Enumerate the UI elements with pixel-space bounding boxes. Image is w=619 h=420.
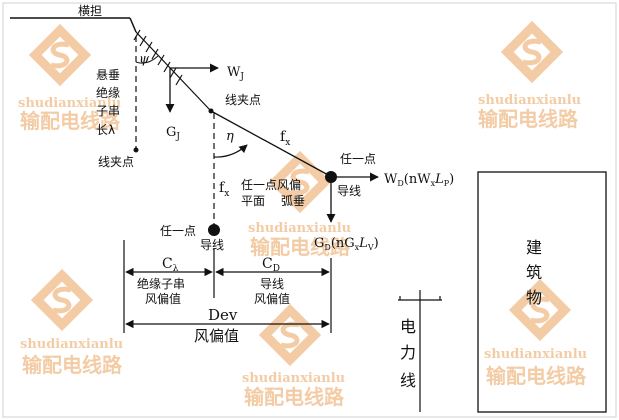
watermark-cn: 输配电线路	[244, 385, 345, 409]
plane-label-2: 平面	[241, 194, 265, 208]
watermark-logo-icon	[31, 269, 93, 331]
watermark-en: shudianxianlu	[242, 371, 345, 386]
c-lambda-desc-1: 绝缘子串	[137, 276, 185, 291]
c-d-desc-1: 导线	[260, 277, 284, 291]
insulator-label-2: 绝缘	[96, 85, 120, 100]
psi-label: ψ	[139, 52, 150, 67]
dev-desc: 风偏值	[194, 327, 239, 345]
conductor-deflected-line	[210, 110, 331, 177]
clamp-point-top-label: 线夹点	[225, 93, 261, 107]
insulator-attachment-hatch	[133, 29, 211, 111]
building-label-2: 筑	[526, 263, 542, 282]
plane-label-1: 任一点风偏	[241, 177, 301, 192]
gd-label: GD(nGxLV)	[314, 236, 379, 252]
watermark-en: shudianxianlu	[248, 221, 351, 236]
dev-label: Dev	[208, 306, 238, 324]
watermark-cn: 输配电线路	[486, 364, 587, 388]
watermark-cn: 输配电线路	[478, 107, 579, 131]
any-point-left-dot	[208, 224, 220, 236]
watermark-en: shudianxianlu	[478, 93, 581, 108]
building-label-1: 建	[526, 238, 542, 257]
wd-label: WD(nWxLP)	[384, 172, 454, 188]
watermark-en: shudianxianlu	[18, 96, 121, 111]
any-point-right-dot	[325, 171, 337, 183]
power-line-pole	[398, 290, 442, 412]
conductor-right-label: 导线	[337, 184, 361, 198]
insulator-label-4: 长λ	[96, 123, 115, 137]
watermark-cn: 输配电线路	[22, 353, 123, 377]
any-point-right-label: 任一点	[340, 152, 376, 166]
power-line-label-3: 线	[400, 371, 416, 390]
watermark-logo-icon	[29, 24, 91, 86]
c-d-label: CD	[262, 256, 280, 274]
plane-label-3: 弧垂	[281, 194, 305, 208]
conductor-left-label: 导线	[200, 238, 224, 252]
insulator-label-3: 子串	[96, 104, 120, 118]
insulator-label-group: 悬垂 绝缘 子串 长λ 线夹点	[96, 68, 134, 169]
insulator-label-1: 悬垂	[96, 68, 120, 82]
clamp-point-left-dot	[133, 147, 139, 153]
c-lambda-desc-2: 风偏值	[145, 291, 181, 306]
fx-diagonal-label: fx	[280, 129, 290, 148]
building-label-3: 物	[526, 288, 542, 307]
wj-label: WJ	[227, 65, 244, 82]
eta-label: η	[226, 129, 234, 144]
power-line-label-1: 电	[400, 317, 416, 336]
c-lambda-label: Cλ	[162, 256, 179, 274]
watermark-logo-icon	[501, 21, 563, 83]
crossarm-label: 横担	[78, 4, 102, 18]
fx-vertical-label: fx	[219, 180, 229, 199]
clamp-point-left-label: 线夹点	[98, 155, 134, 169]
any-point-left-label: 任一点	[160, 224, 196, 238]
watermark-cn: 输配电线路	[250, 235, 351, 259]
c-d-desc-2: 风偏值	[254, 291, 290, 306]
eta-arc	[213, 144, 248, 158]
building-rect	[477, 171, 607, 413]
power-line-label-2: 力	[400, 343, 416, 362]
watermark-group: shudianxianlu 输配电线路 shudianxianlu 输配电线路 …	[18, 21, 587, 409]
watermark-logo-icon	[259, 304, 321, 366]
gj-label: GJ	[166, 125, 180, 142]
watermark-en: shudianxianlu	[20, 337, 123, 352]
crossarm: 横担	[10, 4, 137, 33]
watermark-cn: 输配电线路	[20, 109, 121, 133]
watermark-en: shudianxianlu	[484, 347, 587, 362]
psi-arc	[135, 55, 159, 64]
